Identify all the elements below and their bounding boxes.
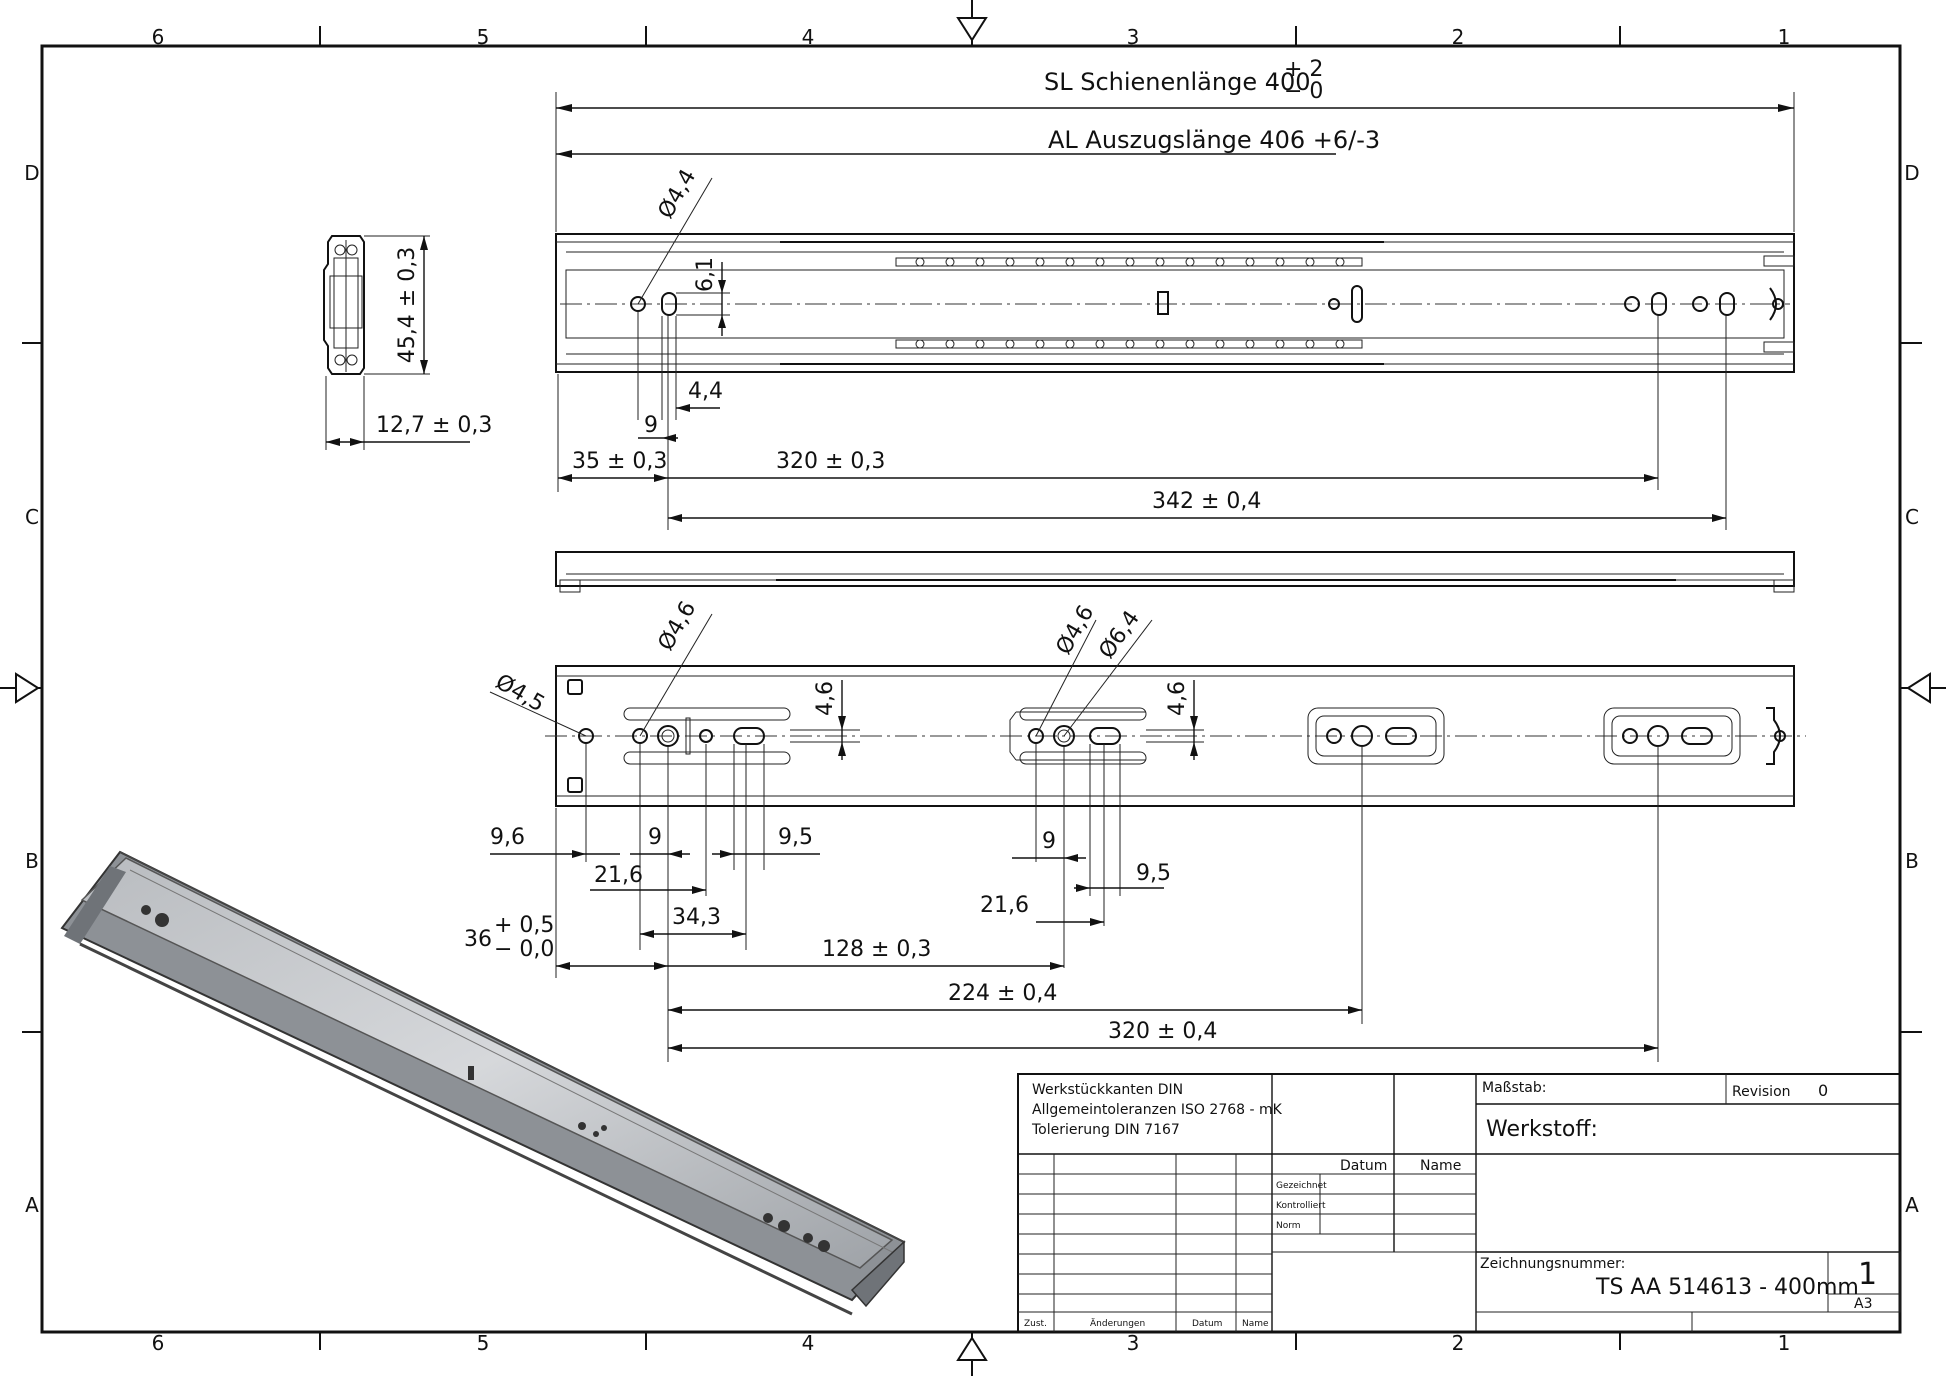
notes-line-2: Allgemeintoleranzen ISO 2768 - mK: [1032, 1102, 1283, 1118]
side-profile-view: 45,4 ± 0,3 12,7 ± 0,3: [323, 235, 492, 450]
mount-hole-dia-a: Ø4,6: [654, 597, 702, 655]
zone-col-4-bottom: 4: [802, 1331, 815, 1355]
profile-height-dim: 45,4 ± 0,3: [395, 247, 420, 363]
ball-cage-top: [915, 257, 1345, 267]
first-hole-dim: 35 ± 0,3: [572, 449, 667, 474]
notes-line-1: Werkstückkanten DIN: [1032, 1082, 1183, 1098]
front-hole: [578, 728, 594, 744]
hole-height-a: 4,6: [813, 681, 838, 716]
zone-row-b-right: B: [1905, 849, 1919, 873]
top-hole-dia: Ø4,4: [654, 165, 702, 223]
drawing-number-label: Zeichnungsnummer:: [1480, 1256, 1625, 1272]
center-mark-right: [1900, 672, 1946, 704]
drawing-number: TS AA 514613 - 400mm: [1595, 1275, 1859, 1300]
dim-21-6-a: 21,6: [594, 863, 643, 888]
rail-top-view: SL Schienenlänge 400 + 2 − 0 AL Auszugsl…: [555, 57, 1795, 530]
isometric-render: [60, 850, 906, 1316]
rail-length-dim: SL Schienenlänge 400: [1044, 68, 1311, 96]
center-mark-bottom: [956, 1332, 988, 1376]
dim-128: 128 ± 0,3: [822, 937, 931, 962]
zone-row-d-left: D: [24, 161, 39, 185]
sheet-format: A3: [1854, 1296, 1872, 1312]
extension-length-dim: AL Auszugslänge 406 +6/-3: [1048, 126, 1380, 154]
mount-slot: [661, 292, 677, 316]
zone-col-3-bottom: 3: [1127, 1331, 1140, 1355]
zone-row-c-right: C: [1905, 505, 1919, 529]
center-mark-left: [0, 672, 42, 704]
zone-col-3-top: 3: [1127, 25, 1140, 49]
dim-9-5-a: 9,5: [778, 825, 813, 850]
rail-side-view: [555, 551, 1795, 593]
zone-col-1-bottom: 1: [1778, 1331, 1791, 1355]
offset-9-dim: 9: [644, 413, 658, 438]
rail-bottom-view: Ø4,5 Ø4,6 Ø4,6 Ø6,4 4,6 4,6: [464, 597, 1806, 1062]
slot-height-dim: 6,1: [693, 257, 718, 292]
zone-row-c-left: C: [25, 505, 39, 529]
slot-width-dim: 4,4: [688, 379, 723, 404]
row-checked: Kontrolliert: [1276, 1201, 1326, 1211]
name-header: Name: [1420, 1158, 1461, 1174]
title-block: Werkstückkanten DIN Allgemeintoleranzen …: [1017, 1073, 1901, 1333]
dim-9-b: 9: [1042, 829, 1056, 854]
row-norm: Norm: [1276, 1221, 1301, 1231]
rail-length-tol-upper: + 2: [1284, 57, 1323, 82]
dim-224: 224 ± 0,4: [948, 981, 1057, 1006]
dim-36-tol-lower: − 0,0: [494, 937, 554, 962]
release-slot: [1157, 291, 1169, 315]
zone-col-2-top: 2: [1452, 25, 1465, 49]
dim-34-3: 34,3: [672, 905, 721, 930]
material-label: Werkstoff:: [1486, 1117, 1598, 1142]
changes-datum: Datum: [1192, 1319, 1222, 1329]
zone-col-5-bottom: 5: [477, 1331, 490, 1355]
center-mark-top: [956, 0, 988, 46]
zone-row-a-right: A: [1905, 1193, 1919, 1217]
hole-spacing-dim: 320 ± 0,3: [776, 449, 885, 474]
zone-col-2-bottom: 2: [1452, 1331, 1465, 1355]
notes-line-3: Tolerierung DIN 7167: [1031, 1122, 1180, 1138]
zone-labels: 6 5 4 3 2 1 6 5 4 3 2 1 D C B A D C B A: [24, 25, 1919, 1355]
row-drawn: Gezeichnet: [1276, 1181, 1327, 1191]
mount-hole: [630, 296, 646, 312]
zone-col-1-top: 1: [1778, 25, 1791, 49]
dim-9-6: 9,6: [490, 825, 525, 850]
large-hole-dia: Ø6,4: [1094, 606, 1144, 663]
scale-label: Maßstab:: [1482, 1080, 1546, 1096]
dim-9-a: 9: [648, 825, 662, 850]
rail-length-tol-lower: − 0: [1284, 79, 1323, 104]
changes-aenderungen: Änderungen: [1090, 1318, 1145, 1329]
total-spacing-dim: 342 ± 0,4: [1152, 489, 1261, 514]
dim-36: 36: [464, 927, 492, 952]
zone-col-5-top: 5: [477, 25, 490, 49]
dim-36-tol-upper: + 0,5: [494, 913, 554, 938]
zone-col-6-bottom: 6: [152, 1331, 165, 1355]
zone-row-b-left: B: [25, 849, 39, 873]
zone-row-d-right: D: [1904, 161, 1919, 185]
mount-hole-dia-b: Ø4,6: [1052, 601, 1100, 659]
sheet-number: 1: [1858, 1257, 1877, 1292]
changes-zust: Zust.: [1024, 1319, 1047, 1329]
revision-value: 0: [1818, 1081, 1828, 1100]
ball-cage-bottom: [915, 339, 1345, 349]
profile-width-dim: 12,7 ± 0,3: [376, 413, 492, 438]
revision-label: Revision: [1732, 1084, 1791, 1100]
dim-21-6-b: 21,6: [980, 893, 1029, 918]
dim-320: 320 ± 0,4: [1108, 1019, 1217, 1044]
zone-row-a-left: A: [25, 1193, 39, 1217]
zone-col-6-top: 6: [152, 25, 165, 49]
hole-height-b: 4,6: [1165, 681, 1190, 716]
zone-col-4-top: 4: [802, 25, 815, 49]
dim-9-5-b: 9,5: [1136, 861, 1171, 886]
front-hole-dia: Ø4,5: [491, 670, 549, 718]
datum-header: Datum: [1340, 1158, 1387, 1174]
changes-name: Name: [1242, 1319, 1269, 1329]
